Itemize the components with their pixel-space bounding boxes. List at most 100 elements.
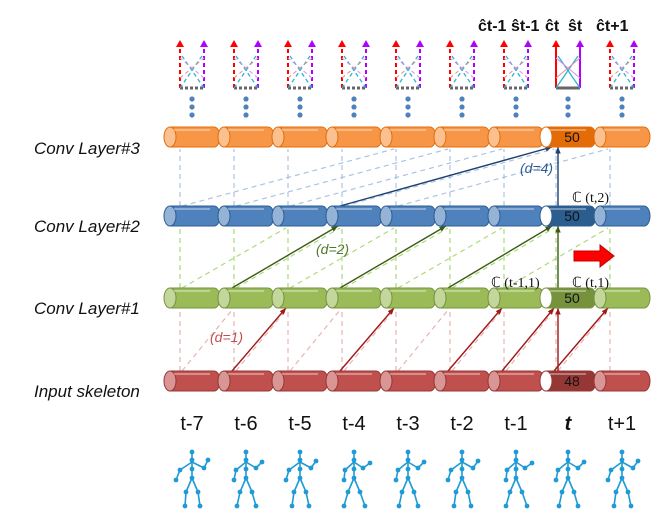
ellipsis-dot (619, 104, 625, 110)
ellipsis-dot (459, 104, 465, 110)
dashed-connection (289, 309, 341, 372)
ellipsis-dot (619, 96, 625, 102)
time-label: t-2 (450, 413, 473, 435)
solid-connection (231, 307, 287, 372)
ellipsis-dot (189, 96, 195, 102)
dashed-connection (505, 309, 555, 372)
c-term-t-2: ℂ (t,2) (572, 191, 609, 206)
cylinder (593, 126, 651, 148)
dashed-connection (181, 309, 233, 372)
dashed-connection (235, 227, 341, 289)
arrowhead (439, 226, 446, 232)
cylinder (217, 287, 275, 309)
skeleton-figure (173, 449, 211, 509)
ellipsis-dot (351, 104, 357, 110)
ellipsis-dot (405, 96, 411, 102)
time-label: t-5 (288, 413, 311, 435)
dilation-4-label: (d=4) (520, 160, 553, 176)
ellipsis-dot (565, 112, 571, 118)
dashed-connection (451, 309, 503, 372)
time-label: t-6 (234, 413, 257, 435)
ellipsis-dot (243, 112, 249, 118)
cylinder (487, 287, 545, 309)
cylinder (217, 126, 275, 148)
ellipsis-dot (351, 112, 357, 118)
arrowhead (495, 308, 502, 315)
ellipsis-dot (297, 96, 303, 102)
arrowhead (279, 308, 286, 315)
output-head (606, 40, 638, 90)
top-label-c-t: ĉt (545, 18, 560, 35)
ellipsis-dot (513, 96, 519, 102)
cylinder (433, 287, 491, 309)
time-label: t-1 (504, 413, 527, 435)
outputs (176, 40, 638, 118)
output-head (552, 40, 584, 90)
cylinder (433, 370, 491, 392)
cylinder (163, 205, 221, 227)
cylinder (271, 205, 329, 227)
cylinder (325, 126, 383, 148)
cylinder (433, 126, 491, 148)
cylinder-number: 50 (564, 129, 580, 145)
solid-connection (231, 225, 339, 289)
highlight-arrow (573, 243, 615, 269)
dashed-connection (343, 227, 449, 289)
ellipsis-dot (351, 96, 357, 102)
ellipsis-dot (243, 96, 249, 102)
cylinder (593, 205, 651, 227)
ellipsis-dot (189, 104, 195, 110)
cylinder: 50 (539, 205, 597, 227)
ellipsis-dot (297, 104, 303, 110)
dashed-connection (451, 227, 555, 289)
ellipsis-dot (405, 112, 411, 118)
dashed-connection (343, 148, 555, 207)
dashed-connection (289, 227, 395, 289)
time-label: t-3 (396, 413, 419, 435)
output-head (500, 40, 532, 90)
cylinder (433, 205, 491, 227)
arrowhead (555, 308, 561, 315)
output-head (446, 40, 478, 90)
ellipsis-dot (243, 104, 249, 110)
solid-connection (339, 225, 447, 289)
ellipsis-dot (405, 104, 411, 110)
cylinder (379, 205, 437, 227)
top-label-c-t-1: ĉt-1 (478, 18, 507, 35)
time-label: t+1 (608, 413, 636, 435)
ellipsis-dot (459, 112, 465, 118)
time-label: t (565, 413, 573, 435)
output-head (176, 40, 208, 90)
ellipsis-dot (297, 112, 303, 118)
dilation-1-label: (d=1) (210, 329, 243, 345)
label-conv-layer-3: Conv Layer#3 (34, 139, 140, 158)
skeleton-figure (231, 449, 265, 509)
ellipsis-dot (619, 112, 625, 118)
time-axis: t-7 t-6 t-5 t-4 t-3 t-2 t-1 t t+1 (180, 413, 636, 435)
label-conv-layer-2: Conv Layer#2 (34, 217, 140, 236)
cylinder (593, 287, 651, 309)
arrowhead (555, 226, 561, 233)
cylinder-number: 48 (564, 373, 580, 389)
cylinder: 50 (539, 126, 597, 148)
top-label-c-t1: ĉt+1 (596, 18, 629, 35)
skeleton-figure (341, 449, 373, 509)
solid-connection (447, 307, 503, 372)
dashed-connection (397, 148, 609, 207)
skeletons (173, 449, 641, 509)
cylinder (163, 126, 221, 148)
arrowhead (601, 308, 608, 315)
cylinder-number: 50 (564, 290, 580, 306)
dilation-2-label: (d=2) (316, 241, 349, 257)
ellipsis-dot (513, 104, 519, 110)
ellipsis-dot (565, 104, 571, 110)
dashed-connection (397, 227, 503, 289)
cylinder (379, 126, 437, 148)
cylinder (163, 370, 221, 392)
cylinder (271, 287, 329, 309)
cylinder: 50 (539, 287, 597, 309)
cylinder (163, 287, 221, 309)
dashed-connection (235, 309, 287, 372)
ellipsis-dot (459, 96, 465, 102)
